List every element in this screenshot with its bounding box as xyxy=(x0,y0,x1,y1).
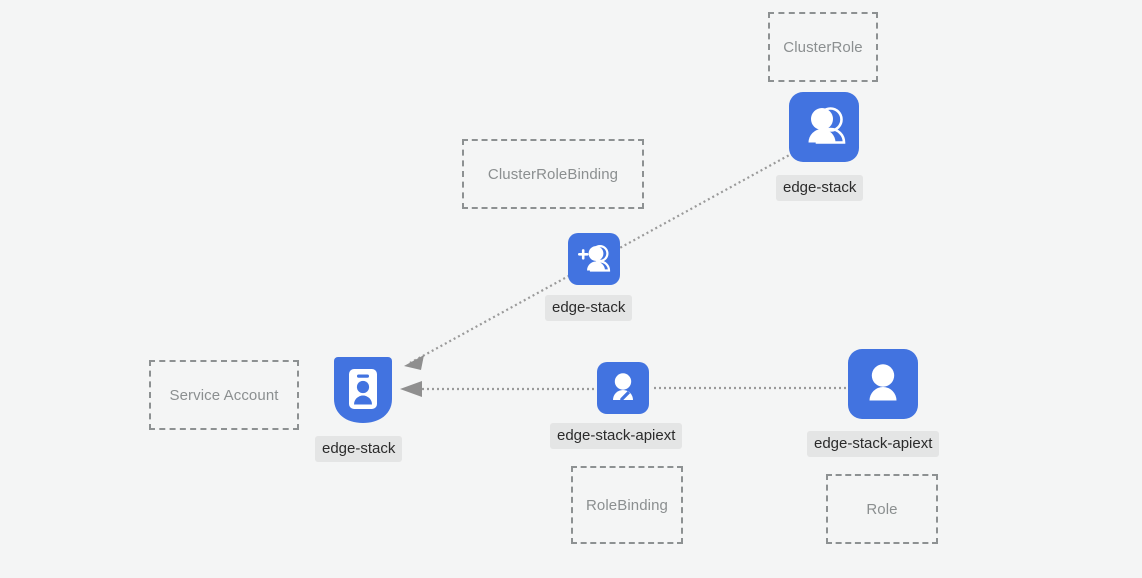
kind-box-label: ClusterRole xyxy=(783,38,863,56)
kind-box-label: RoleBinding xyxy=(586,496,668,514)
kind-box-role: Role xyxy=(826,474,938,544)
kind-box-cluster-role-binding: ClusterRoleBinding xyxy=(462,139,644,209)
kind-box-label: Role xyxy=(866,500,898,518)
node-label: edge-stack-apiext xyxy=(550,423,683,449)
users-icon[interactable] xyxy=(789,92,859,162)
user-edit-icon[interactable] xyxy=(597,362,649,414)
kind-box-label: ClusterRoleBinding xyxy=(487,165,619,183)
kind-box-cluster-role: ClusterRole xyxy=(768,12,878,82)
user-icon[interactable] xyxy=(848,349,918,419)
kind-box-label: Service Account xyxy=(169,386,279,404)
node-label: edge-stack xyxy=(545,295,633,321)
add-user-icon[interactable] xyxy=(568,233,620,285)
node-label: edge-stack xyxy=(315,436,403,462)
service-account-badge-icon[interactable] xyxy=(330,355,396,427)
kind-box-service-account: Service Account xyxy=(149,360,299,430)
edge-rolebinding-to-serviceaccount xyxy=(400,381,594,397)
kind-box-role-binding: RoleBinding xyxy=(571,466,683,544)
node-label: edge-stack-apiext xyxy=(807,431,940,457)
node-label: edge-stack xyxy=(776,175,864,201)
